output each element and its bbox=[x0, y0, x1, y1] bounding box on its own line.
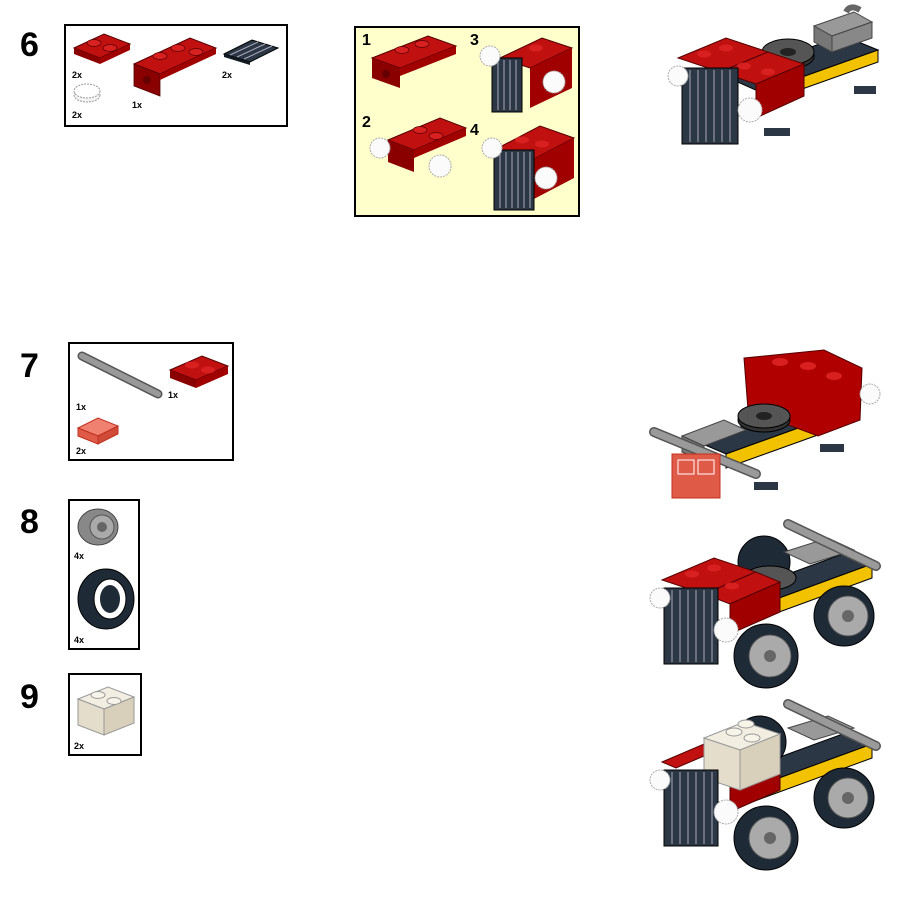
model-step-6 bbox=[667, 4, 880, 145]
part-red-bracket-plate bbox=[132, 37, 218, 97]
part-trans-red-tile bbox=[76, 417, 120, 445]
substep-number-4: 4 bbox=[470, 122, 479, 139]
substep-3-grille-added bbox=[479, 37, 574, 113]
part-red-plate-1x2 bbox=[168, 355, 230, 388]
qty-label: 2x bbox=[72, 110, 83, 120]
parts-list-step-6: 2x 2x 1x 2x bbox=[64, 24, 288, 127]
subassembly-callout: 1 2 3 4 bbox=[354, 26, 580, 217]
part-clear-round-tile bbox=[73, 83, 101, 103]
part-black-tire bbox=[77, 568, 135, 630]
part-gray-wheel-rim bbox=[77, 508, 119, 546]
part-gray-bar bbox=[77, 351, 163, 399]
substep-number-1: 1 bbox=[362, 32, 371, 49]
model-step-7 bbox=[649, 349, 881, 499]
parts-list-step-9: 2x bbox=[68, 673, 142, 756]
qty-label: 1x bbox=[76, 402, 87, 412]
substep-2-plate-with-lights bbox=[369, 117, 468, 178]
substep-number-3: 3 bbox=[470, 32, 479, 49]
step-number-9: 9 bbox=[20, 678, 39, 716]
substep-1-bracket-plate bbox=[370, 35, 458, 88]
qty-label: 2x bbox=[222, 70, 233, 80]
parts-list-step-7: 1x 1x 2x bbox=[68, 342, 234, 461]
qty-label: 1x bbox=[168, 390, 179, 400]
parts-list-step-8: 4x 4x bbox=[68, 499, 140, 650]
qty-label: 2x bbox=[76, 446, 87, 456]
model-step-8 bbox=[649, 519, 881, 689]
model-step-9 bbox=[649, 699, 881, 871]
part-tan-brick-1x2 bbox=[76, 686, 136, 736]
step-number-6: 6 bbox=[20, 26, 39, 64]
step-number-8: 8 bbox=[20, 503, 39, 541]
qty-label: 2x bbox=[74, 741, 85, 751]
qty-label: 4x bbox=[74, 635, 85, 645]
substep-4-front-assembled bbox=[481, 125, 576, 211]
part-black-grille-tile bbox=[222, 39, 280, 65]
qty-label: 1x bbox=[132, 100, 143, 110]
step-number-7: 7 bbox=[20, 347, 39, 385]
part-red-plate-1x2 bbox=[72, 33, 132, 64]
qty-label: 4x bbox=[74, 551, 85, 561]
substep-number-2: 2 bbox=[362, 114, 371, 131]
qty-label: 2x bbox=[72, 70, 83, 80]
